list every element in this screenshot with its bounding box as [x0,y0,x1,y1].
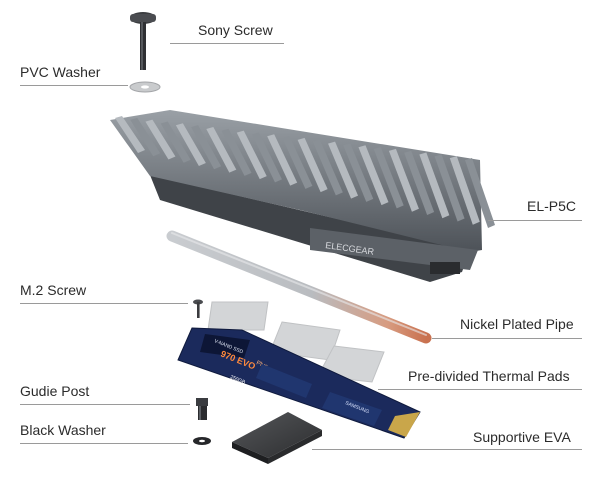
rule-black-washer [20,443,188,444]
heatsink-fin [175,123,206,167]
rule-el-p5c [488,220,582,221]
label-guide-post: Gudie Post [20,383,90,399]
label-thermal-pads: Pre-divided Thermal Pads [408,368,570,384]
label-nickel-pipe: Nickel Plated Pipe [460,316,574,332]
heatsink-fin [160,121,191,163]
rule-nickel-pipe [432,338,582,339]
rule-pvc-washer [20,85,128,86]
heatsink-fin [251,132,282,183]
heatsink-fin [343,143,374,202]
heatsink-fin [358,145,389,206]
pvc-washer [129,81,161,93]
label-supportive-eva: Supportive EVA [473,429,571,445]
heatsink: ELECGEAR [110,110,495,282]
guide-post [196,398,208,420]
heatsink-fin [388,148,419,212]
sony-screw [130,12,156,70]
heatsink-fin [312,139,343,196]
label-m2-screw: M.2 Screw [20,282,87,298]
heatsink-fin [373,147,404,209]
heatsink-fin [206,126,237,173]
heatsink-fin [434,154,465,222]
black-washer [193,437,211,445]
nickel-plated-pipe [166,230,432,344]
rule-guide-post [20,404,190,405]
heatsink-fin [419,152,450,219]
heatsink-fin [236,130,267,180]
heatsink-fin [404,150,435,215]
heatsink-fin [297,137,328,193]
rule-m2-screw [20,303,188,304]
rule-supportive-eva [312,449,582,450]
rule-thermal-pads [378,389,582,390]
heatsink-fin [282,136,313,189]
supportive-eva [232,412,322,464]
ssd-card: V-NAND SSD 970 EVO Plus 250GB SAMSUNG [177,327,421,439]
heatsink-fin [465,158,495,228]
m2-screw [193,299,203,318]
heatsink-fin [449,156,480,225]
heatsink-fin [191,125,222,170]
heatsink-fin [267,134,298,186]
label-black-washer: Black Washer [20,422,106,438]
rule-sony-screw [170,43,284,44]
heatsink-fin [145,119,176,160]
heatsink-fin [130,117,161,157]
label-el-p5c: EL-P5C [527,198,577,214]
heatsink-fins [115,116,495,228]
label-sony-screw: Sony Screw [198,22,273,38]
heatsink-fin [221,128,252,176]
heatsink-fin [115,116,145,153]
thermal-pads [207,301,385,383]
ssd-capacity: 250GB [229,374,246,386]
label-pvc-washer: PVC Washer [20,64,101,80]
heatsink-fin [328,141,359,199]
